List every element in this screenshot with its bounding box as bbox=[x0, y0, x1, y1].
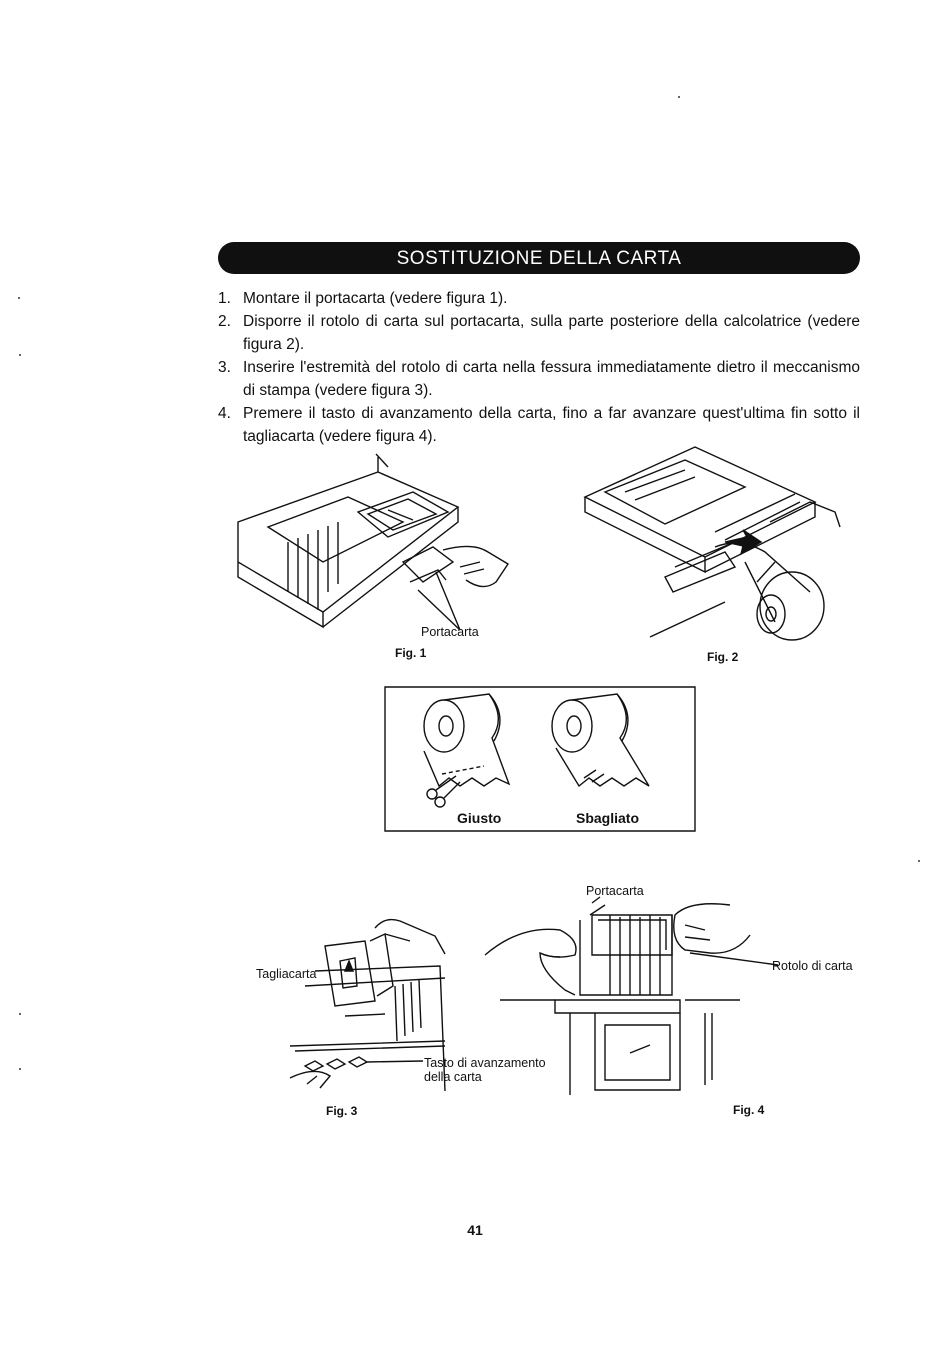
wrong-roll-icon bbox=[552, 694, 649, 786]
fig2-caption: Fig. 2 bbox=[707, 650, 739, 664]
label-correct: Giusto bbox=[457, 810, 502, 826]
fig3-feed-key-label-line2: della carta bbox=[424, 1070, 482, 1084]
figure-3-illustration bbox=[285, 916, 455, 1096]
scan-speck bbox=[19, 354, 21, 356]
section-heading: SOSTITUZIONE DELLA CARTA bbox=[218, 242, 860, 274]
fig3-feed-key-label-line1: Tasto di avanzamento bbox=[424, 1056, 546, 1070]
instruction-step: 4.Premere il tasto di avanzamento della … bbox=[218, 405, 860, 445]
scan-speck bbox=[918, 860, 920, 862]
fig4-portacarta-label: Portacarta bbox=[586, 884, 644, 898]
page-number: 41 bbox=[467, 1222, 483, 1238]
fig3-caption: Fig. 3 bbox=[326, 1104, 358, 1118]
instruction-step: 3.Inserire l'estremità del rotolo di car… bbox=[218, 359, 860, 399]
figure-1-illustration bbox=[228, 452, 528, 632]
paper-orientation-box bbox=[384, 686, 696, 832]
fig3-tagliacarta-label: Tagliacarta bbox=[256, 967, 317, 981]
correct-roll-icon bbox=[424, 694, 509, 807]
instruction-step: 1.Montare il portacarta (vedere figura 1… bbox=[218, 290, 508, 307]
fig4-caption: Fig. 4 bbox=[733, 1103, 765, 1117]
figure-2-illustration bbox=[575, 442, 845, 647]
figure-4-illustration bbox=[480, 895, 810, 1095]
scan-speck bbox=[678, 96, 680, 98]
instruction-step: 2.Disporre il rotolo di carta sul portac… bbox=[218, 313, 860, 353]
scan-speck bbox=[19, 1013, 21, 1015]
label-wrong: Sbagliato bbox=[576, 810, 640, 826]
fig1-caption: Fig. 1 bbox=[395, 646, 427, 660]
scan-speck bbox=[19, 1068, 21, 1070]
instruction-list: 1.Montare il portacarta (vedere figura 1… bbox=[218, 287, 860, 448]
scan-speck bbox=[18, 297, 20, 299]
fig1-portacarta-label: Portacarta bbox=[421, 625, 479, 639]
fig4-roll-label: Rotolo di carta bbox=[772, 959, 853, 973]
